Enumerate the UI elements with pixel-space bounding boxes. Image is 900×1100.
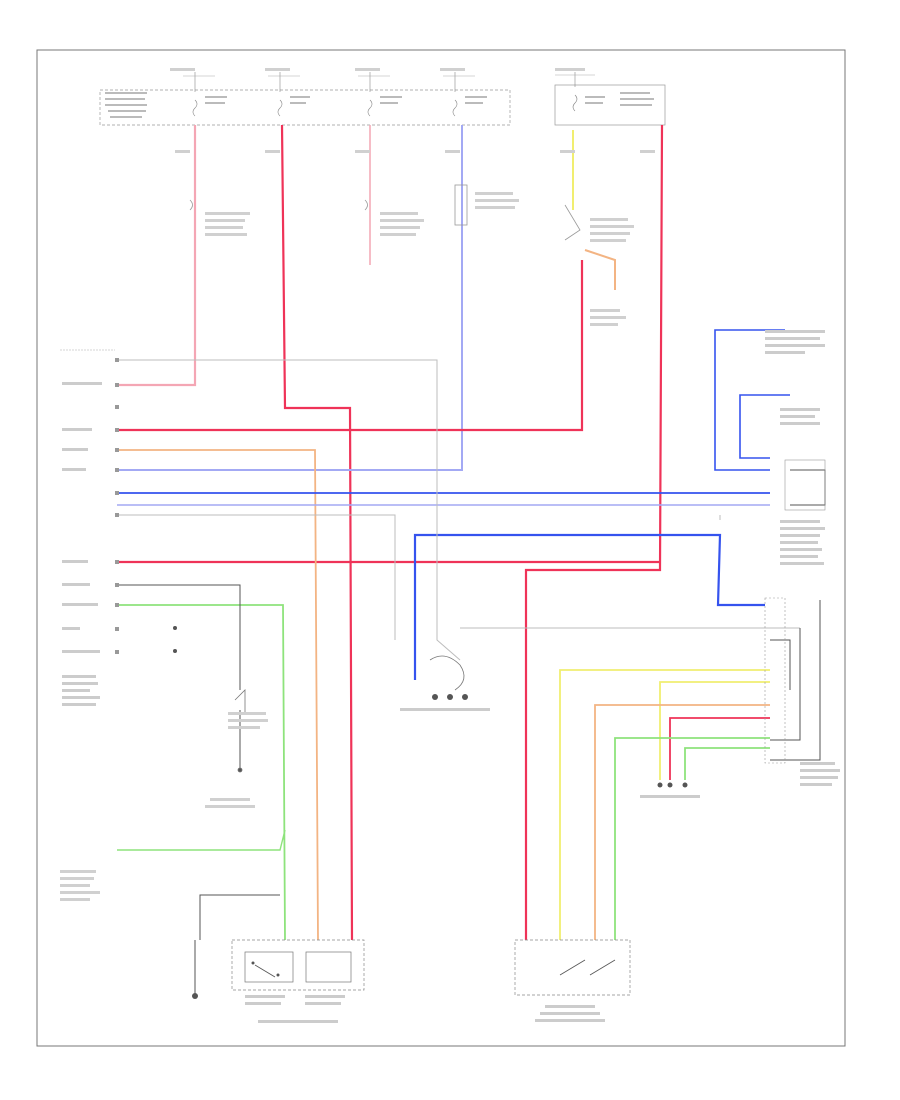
wire-green-right-1	[614, 737, 770, 940]
wire-blue-topright-2	[739, 394, 790, 459]
wire-green-left	[117, 604, 286, 941]
fuse-junction-block-top	[99, 72, 511, 126]
wire-yellow-1	[559, 669, 770, 940]
wire-orange-right	[594, 704, 770, 940]
wire-lightblue-fuse4	[117, 125, 463, 471]
wire-red-right-long	[524, 124, 664, 940]
wire-pink-fuse1	[117, 125, 197, 387]
faint-labels	[60, 68, 655, 901]
transmission-range-switch	[400, 655, 490, 711]
wire-yellow-2	[659, 681, 770, 780]
wire-red-fuse2	[280, 124, 354, 941]
wire-red-right-short	[669, 717, 770, 780]
wire-orange-row	[117, 449, 319, 941]
cancel-switch	[234, 689, 246, 773]
transaxle-connector-pins	[640, 782, 700, 798]
right-connector-block	[764, 330, 840, 786]
diagram-frame	[36, 49, 846, 1047]
wire-green-hookup	[117, 829, 286, 851]
wire-blue-topright-1	[714, 329, 785, 471]
stop-lamp-switch-assembly	[192, 939, 365, 1023]
wire-dark-group	[117, 469, 826, 995]
wire-green-right-2	[684, 747, 770, 780]
wire-blue-trs	[413, 533, 765, 680]
wire-orange-stoplamp	[584, 249, 616, 290]
left-connector	[60, 349, 177, 706]
transaxle-switch-assembly	[514, 939, 631, 1022]
inline-connectors	[189, 184, 581, 241]
wire-red-stoplamp	[117, 260, 584, 432]
fuse-block-right	[554, 72, 666, 126]
wire-gray-group	[117, 359, 800, 661]
